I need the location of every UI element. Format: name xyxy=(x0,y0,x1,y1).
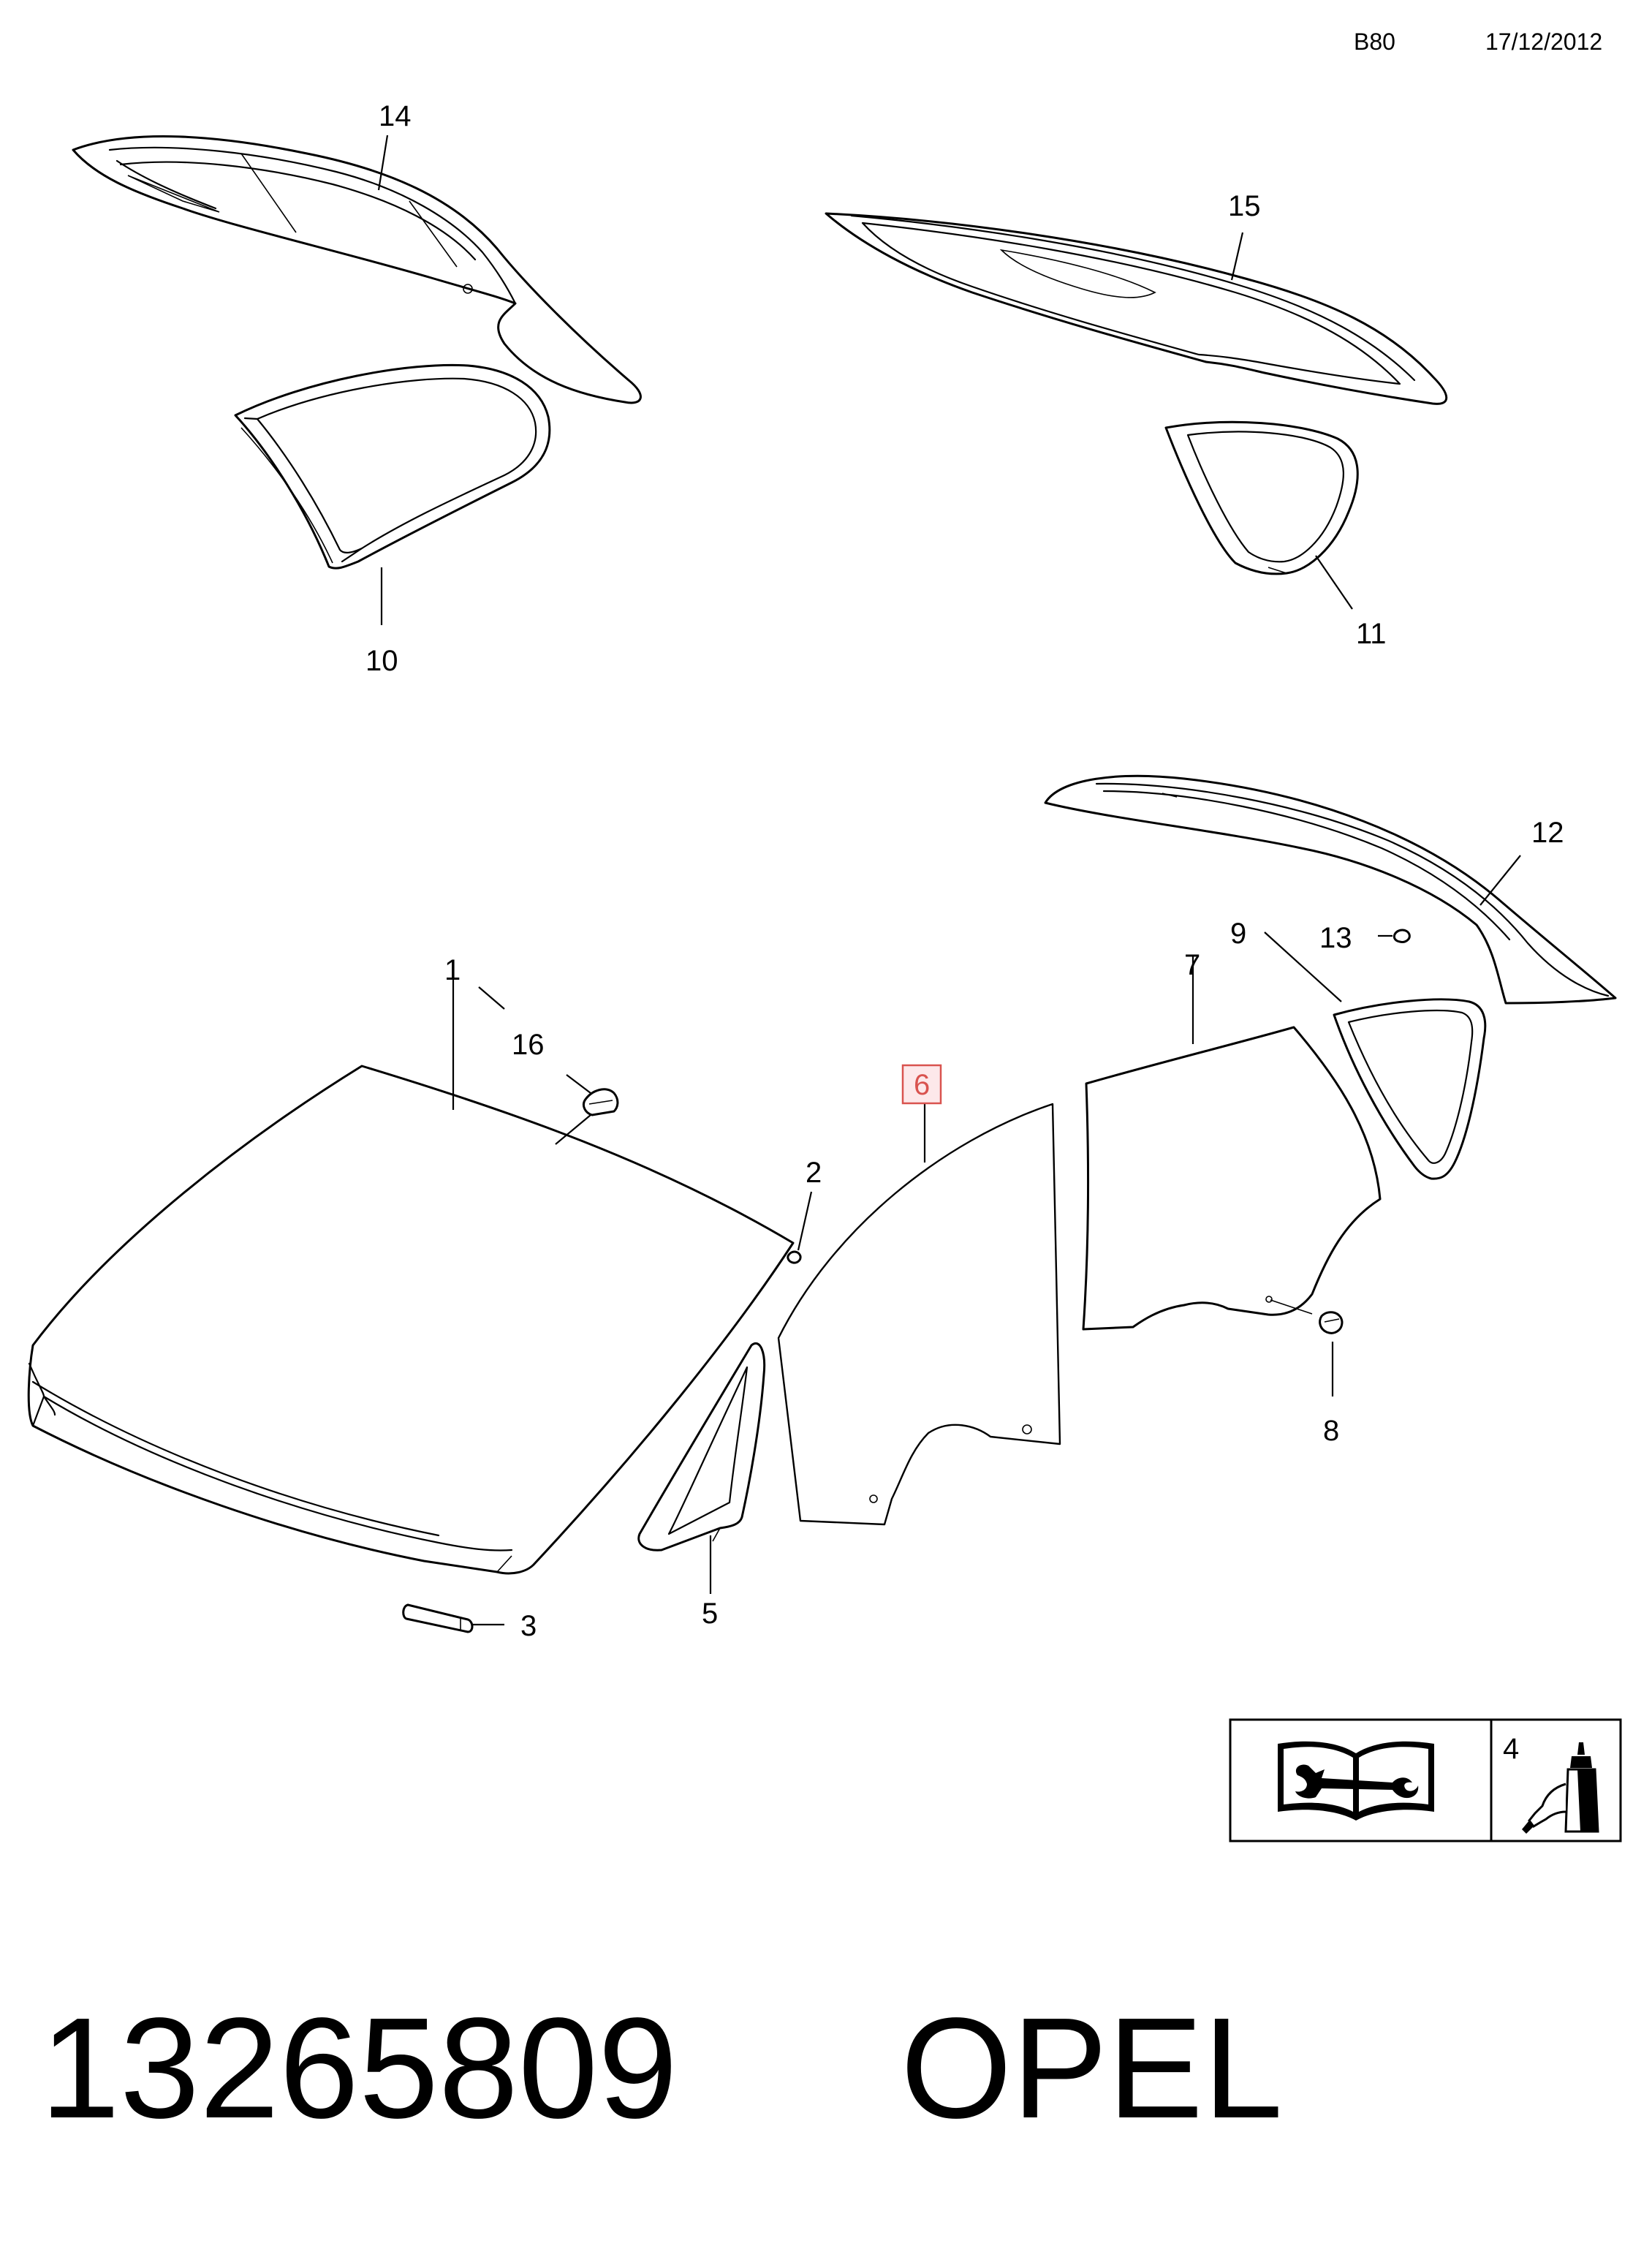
leader-lines xyxy=(377,135,1521,1626)
part-14-roof-panel xyxy=(72,135,642,404)
callout-6-highlight xyxy=(901,1064,942,1105)
service-manual-wrench-icon xyxy=(1278,1741,1434,1821)
callout-12[interactable]: 12 xyxy=(1531,817,1564,849)
part-11-rear-quarter-glass xyxy=(1164,420,1359,575)
callout-10[interactable]: 10 xyxy=(365,645,398,677)
callout-8[interactable]: 8 xyxy=(1323,1415,1339,1447)
callout-11[interactable]: 11 xyxy=(1356,618,1387,650)
part-3-trim-strip xyxy=(402,1603,474,1633)
part-13-clip xyxy=(1393,929,1411,943)
callout-9[interactable]: 9 xyxy=(1230,918,1246,950)
callout-4[interactable]: 4 xyxy=(1503,1733,1519,1765)
part-number: 13265809 xyxy=(40,1988,678,2148)
callout-2[interactable]: 2 xyxy=(806,1157,822,1189)
callout-14[interactable]: 14 xyxy=(379,100,412,132)
part-7-rear-door-glass xyxy=(1082,1026,1382,1331)
callout-13[interactable]: 13 xyxy=(1319,922,1352,954)
part-5-vent-window-seal xyxy=(637,1342,766,1551)
part-1-windscreen xyxy=(27,1065,795,1575)
callout-5[interactable]: 5 xyxy=(702,1598,718,1630)
diagram-date: 17/12/2012 xyxy=(1485,29,1602,55)
callout-15[interactable]: 15 xyxy=(1228,190,1261,222)
part-2-clip xyxy=(787,1250,802,1264)
callout-1[interactable]: 1 xyxy=(444,954,461,986)
legend-box: 4 xyxy=(1229,1718,1622,1842)
callout-7[interactable]: 7 xyxy=(1184,949,1200,981)
part-6-front-door-glass[interactable] xyxy=(777,1103,1061,1526)
adhesive-bottle-icon xyxy=(1522,1742,1599,1834)
callout-labels: 14 15 10 11 12 13 9 7 6 2 1 16 8 3 5 xyxy=(365,100,1564,1642)
callout-16[interactable]: 16 xyxy=(512,1029,545,1061)
part-9-fixed-quarter-glass xyxy=(1333,998,1487,1180)
callout-6[interactable]: 6 xyxy=(914,1069,930,1101)
part-10-quarter-window xyxy=(234,363,551,570)
part-8-screw-and-nut xyxy=(1265,1296,1344,1334)
part-16-sensor-bracket xyxy=(582,1088,619,1116)
part-15-roof-glass xyxy=(825,212,1448,405)
diagram-code: B80 xyxy=(1354,29,1395,55)
brand-name: OPEL xyxy=(901,1988,1283,2148)
callout-3[interactable]: 3 xyxy=(520,1610,537,1642)
part-12-rear-window xyxy=(1044,774,1617,1005)
